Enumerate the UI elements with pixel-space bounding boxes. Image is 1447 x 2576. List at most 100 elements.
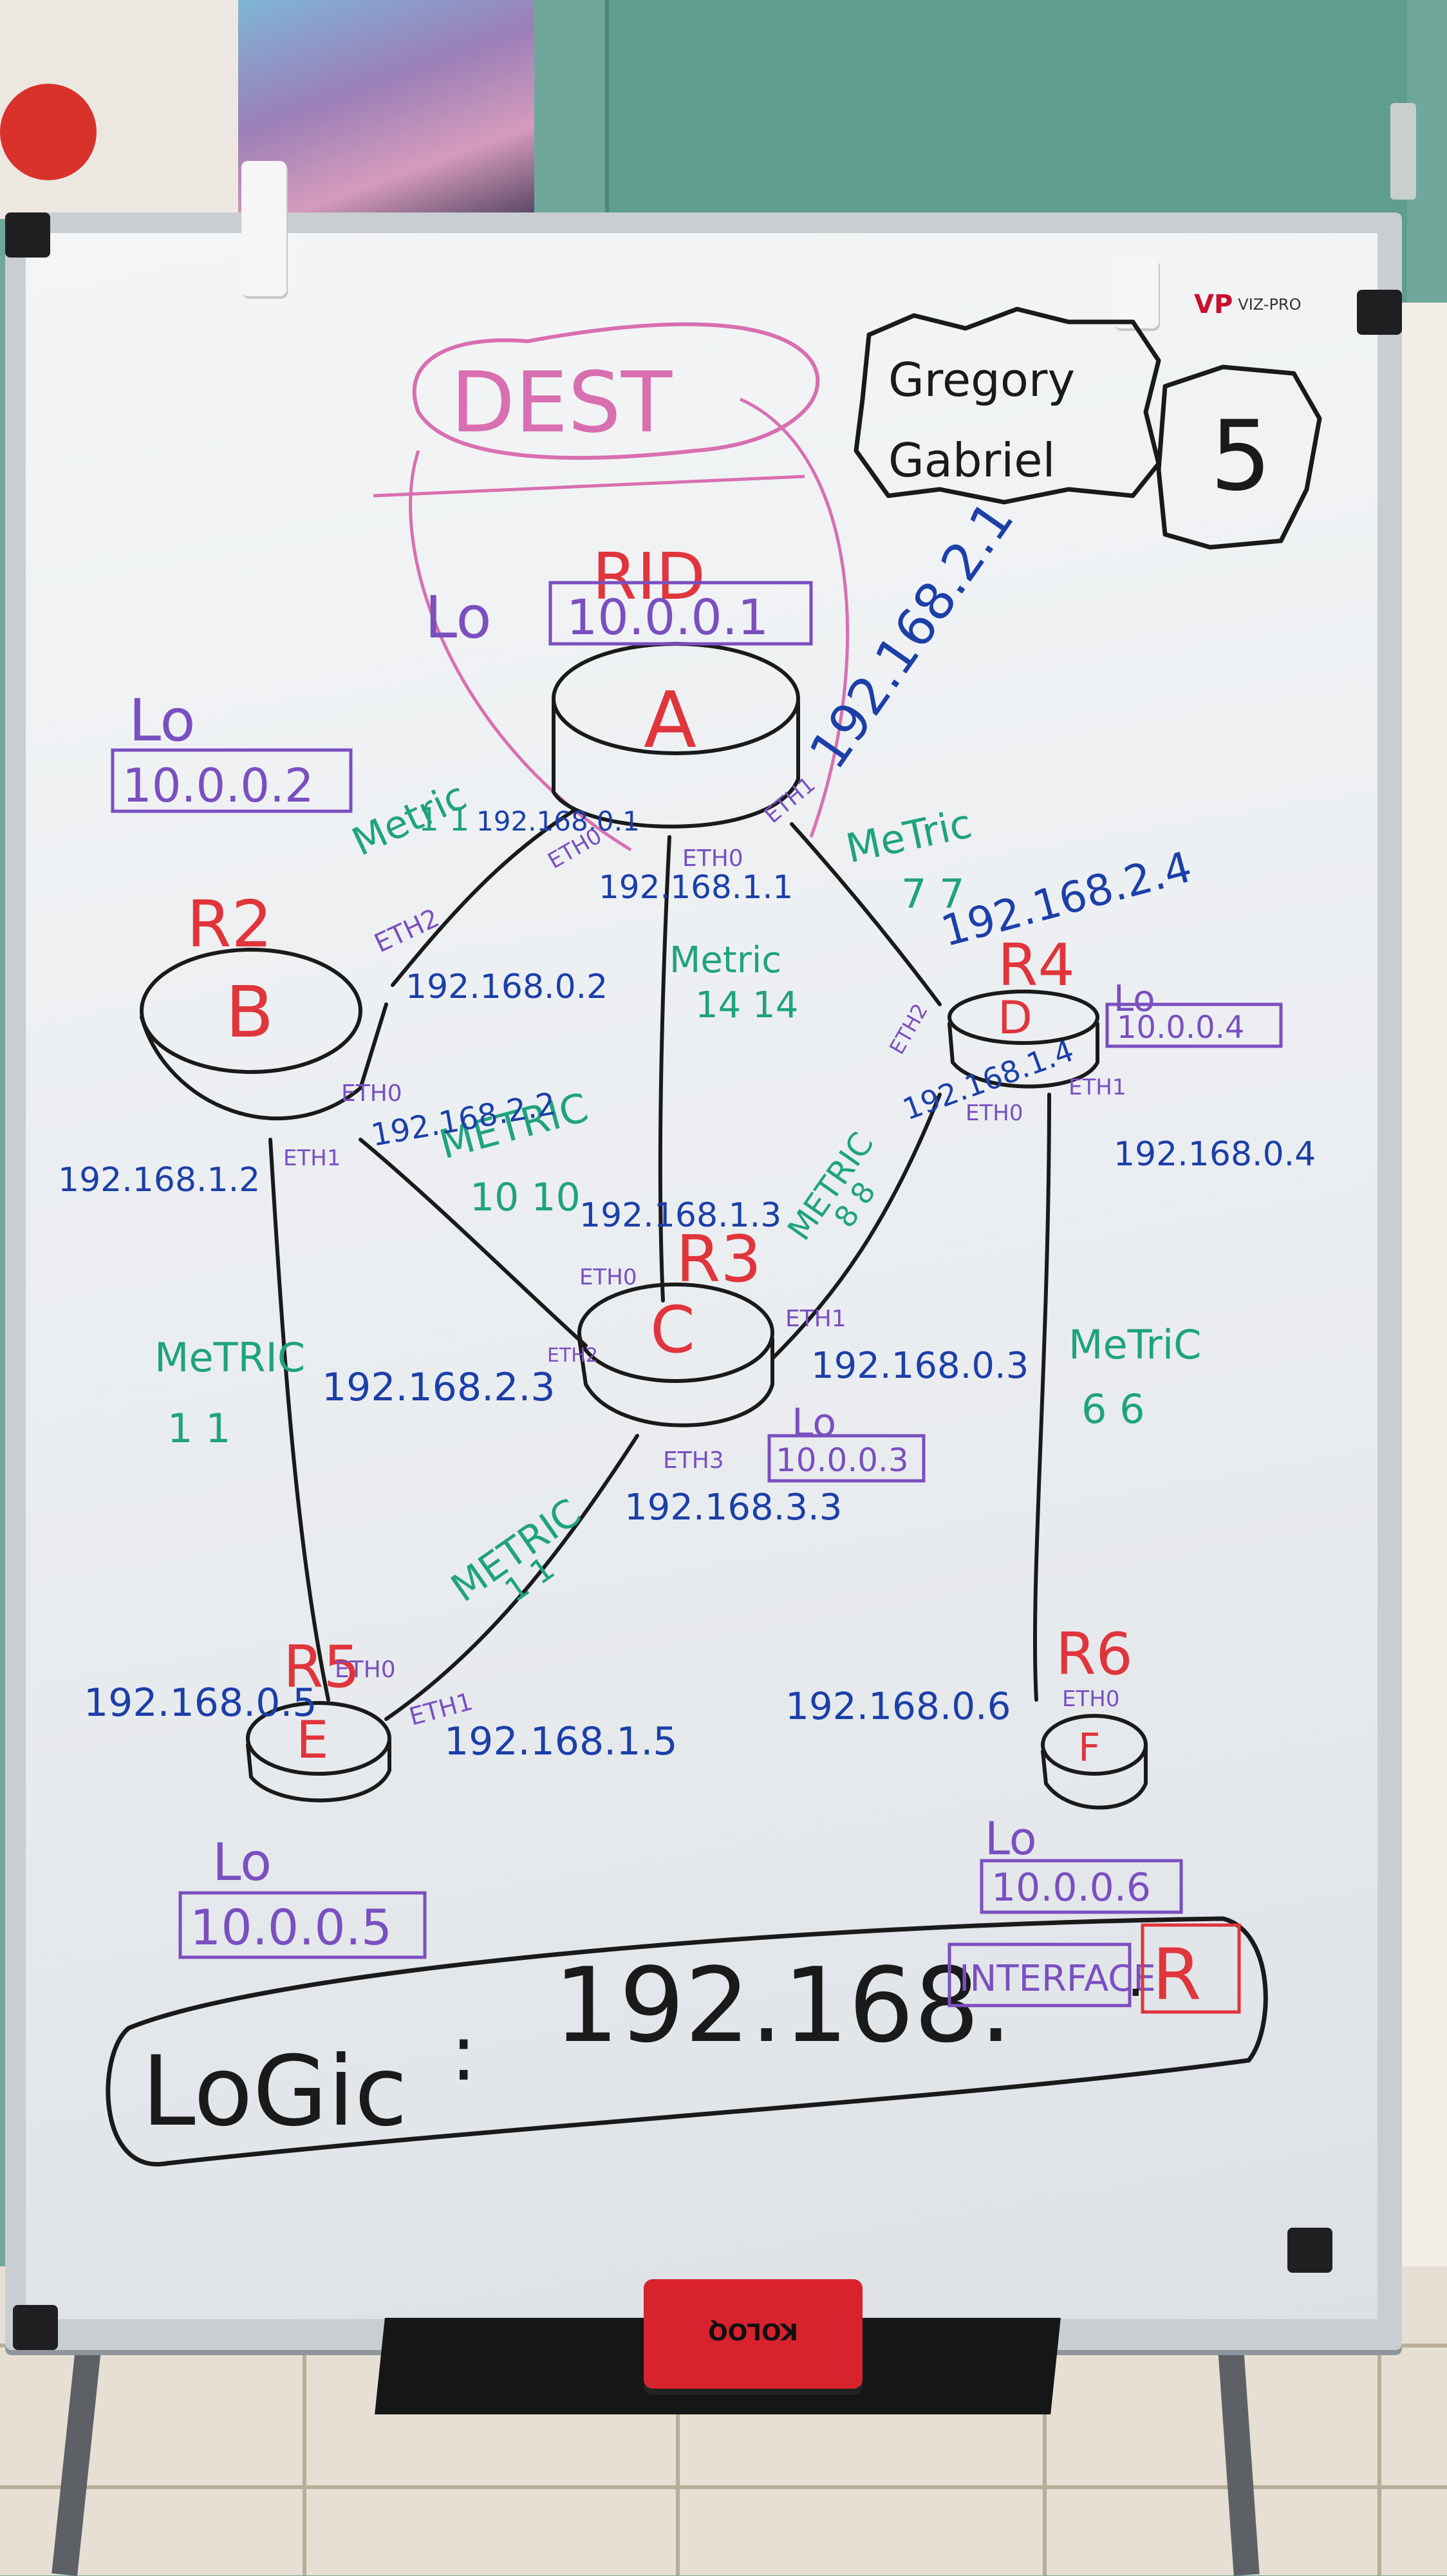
network-diagram: .blk { stroke: #1a1a1a; fill: none; stro… [58,306,1322,2167]
router-label-b: B [225,971,274,1053]
link-a-d [790,822,942,1006]
interface-ip: 192.168.2.3 [322,1365,555,1410]
interface-ip: 192.168.0.5 [84,1680,317,1725]
wall-poster-left [0,0,238,219]
router-a: A RID Lo 10.0.0.1 [425,539,813,829]
destination-annotation: DEST [373,322,850,852]
router-id-d: R4 [998,932,1075,999]
interface-port: ETH2 [547,1344,598,1367]
router-c: C R3 Lo 10.0.0.3 [577,1221,926,1483]
loopback-label-a: Lo [425,584,492,652]
loopback-label-f: Lo [985,1812,1037,1865]
network-links [268,809,1051,1721]
tile-joint [1377,2266,1381,2575]
metric-value-b-e: 1 1 [167,1405,231,1452]
author-name-1: Gregory [888,353,1075,407]
interface-port: ETH0 [579,1264,637,1290]
interface-ip: 192.168.0.2 [406,968,608,1006]
logic-router: R [1152,1933,1201,2016]
metric-value-a-c: 14 14 [695,984,798,1026]
interface-port: ETH0 [966,1100,1023,1126]
interface-ip: 192.168.0.4 [1114,1135,1316,1174]
logic-label: LoGic [142,2036,407,2148]
loopback-ip-a: 10.0.0.1 [566,588,769,646]
interface-port: ETH3 [663,1447,724,1474]
logic-colon: : [451,2009,476,2098]
metric-value-d-f: 6 6 [1081,1386,1145,1433]
router-id-b: R2 [187,887,272,962]
whiteboard-surface [26,233,1377,2319]
interface-port: ETH0 [341,1080,402,1107]
logic-prefix: 192.168. [554,1945,1013,2065]
metric-value-a-b: 1 1 [418,801,470,838]
frame-corner [1287,2228,1332,2273]
loopback-label-b: Lo [129,687,196,755]
interface-ip: 192.168.0.6 [785,1684,1011,1728]
frame-corner [1357,290,1402,335]
router-id-c: R3 [676,1221,761,1297]
loopback-label-c: Lo [792,1400,836,1445]
router-b: B R2 Lo 10.0.0.2 [111,687,388,1120]
brand-name: VIZ-PRO [1238,296,1302,314]
board-clip-right [1114,258,1159,328]
interface-port: ETH1 [760,772,820,829]
tile-joint [1043,2266,1047,2575]
router-label-d: D [998,992,1032,1044]
loopback-ip-e: 10.0.0.5 [190,1899,392,1956]
destination-label: DEST [451,353,673,451]
logic-interface: INTERFACE [959,1958,1156,2000]
router-id-f: R6 [1056,1621,1133,1688]
interface-ip: 192.168.1.3 [579,1196,781,1235]
router-label-a: A [644,676,696,766]
interface-ip: 192.168.1.1 [599,869,793,906]
interface-port: ETH2 [884,999,933,1058]
authors-box: Gregory Gabriel 5 [854,306,1322,550]
router-e: E R5 Lo 10.0.0.5 [178,1633,427,1959]
metric-value-b-c: 10 10 [470,1175,581,1220]
metric-label-b-e: MeTRIC [154,1334,305,1381]
interface-ip: 192.168.0.1 [476,805,640,837]
interface-ip: 192.168.0.3 [811,1345,1029,1387]
interface-ip: 192.168.1.5 [444,1719,678,1764]
poster-sun [0,84,97,180]
loopback-ip-b: 10.0.0.2 [122,758,314,813]
metric-label-d-f: MeTriC [1069,1321,1201,1368]
router-label-f: F [1078,1725,1101,1771]
interface-port: ETH2 [370,903,444,959]
link-d-f [1032,1093,1051,1702]
interface-ip: 192.168.1.2 [58,1161,260,1199]
metric-value-a-d: 7 7 [901,870,965,917]
router-label-c: C [650,1292,695,1368]
door-hinge [1390,103,1416,200]
interface-port: ETH1 [1069,1075,1126,1100]
link-a-b [391,809,575,987]
link-b-c [359,1138,588,1348]
board-clip-left [241,161,286,296]
loopback-label-e: Lo [212,1832,272,1892]
brand-logo: VP [1194,290,1233,319]
router-d: D R4 Lo 10.0.0.4 [948,932,1283,1089]
router-f: F R6 Lo 10.0.0.6 [980,1621,1183,1914]
wall-poster-artwork [238,0,534,225]
tile-joint [676,2266,680,2575]
link-c-d [770,1093,942,1360]
frame-corner [13,2305,58,2350]
author-name-2: Gabriel [888,433,1056,487]
router-id-a: RID [592,539,705,614]
loopback-ip-f: 10.0.0.6 [991,1865,1151,1910]
metric-label-a-c: Metric [669,939,781,981]
link-b-e [268,1138,330,1702]
link-c-e [384,1434,639,1721]
brand-mark: VP VIZ-PRO [1194,288,1310,321]
router-id-e: R5 [283,1633,360,1701]
tile-joint [303,2266,306,2575]
board-eraser[interactable]: KOLOQ [644,2279,863,2389]
group-number: 5 [1210,400,1271,512]
eraser-label: KOLOQ [708,2318,798,2344]
loopback-label-d: Lo [1114,978,1155,1020]
loopback-ip-d: 10.0.0.4 [1117,1010,1244,1046]
interface-ip: 192.168.2.1 [798,491,1025,780]
interface-port: ETH0 [335,1657,396,1683]
tile-joint [0,2485,1447,2489]
router-label-e: E [296,1710,329,1770]
